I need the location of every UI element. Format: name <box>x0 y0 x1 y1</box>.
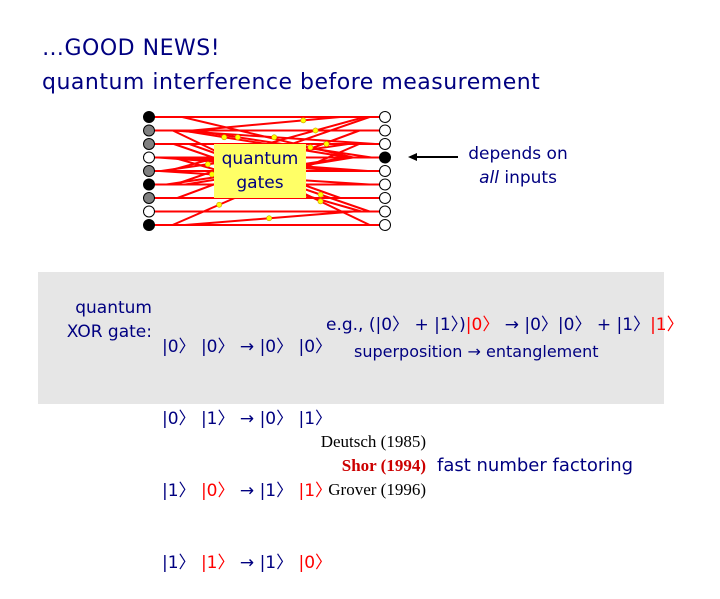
entanglement-example: e.g., (|0〉 + |1〉)|0〉 → |0〉|0〉 + |1〉|1〉 <box>326 310 684 335</box>
gate-dot <box>307 144 314 151</box>
output-qubit <box>379 165 391 177</box>
superposition-text: superposition → entanglement <box>354 342 599 361</box>
truth-a: |0〉 <box>162 409 196 429</box>
example-part1: e.g., (|0〉 + |1〉) <box>326 315 466 335</box>
input-qubit <box>143 219 155 231</box>
gate-dot <box>317 191 324 198</box>
input-qubit <box>143 178 155 191</box>
gate-dot <box>317 198 324 205</box>
references: Deutsch (1985) Shor (1994) Grover (1996) <box>292 430 426 502</box>
quantum-gates-label: quantum gates <box>214 144 306 198</box>
output-qubit <box>379 219 391 231</box>
gate-dot <box>221 134 228 141</box>
truth-c: |1〉 <box>259 481 294 501</box>
truth-row: |1〉 |0〉 → |1〉 |1〉 <box>162 479 332 503</box>
circuit-wire <box>192 116 341 132</box>
gate-dot <box>234 134 241 141</box>
slide-title: …GOOD NEWS! <box>42 36 221 61</box>
truth-arrow: → <box>239 337 255 357</box>
ref-grover: Grover (1996) <box>328 480 426 499</box>
truth-arrow: → <box>239 553 255 573</box>
truth-d: |0〉 <box>298 337 333 357</box>
truth-d: |1〉 <box>298 409 333 429</box>
output-qubit <box>379 178 391 191</box>
truth-a: |0〉 <box>162 337 196 357</box>
xor-label-line2: XOR gate: <box>66 322 152 342</box>
gate-dot <box>312 127 319 134</box>
ref-shor: Shor (1994) <box>341 456 426 475</box>
truth-b: |0〉 <box>200 337 235 357</box>
xor-label-line1: quantum <box>75 298 152 318</box>
truth-row: |0〉 |0〉 → |0〉 |0〉 <box>162 335 332 359</box>
output-qubit <box>379 124 391 137</box>
input-qubit <box>143 165 155 177</box>
truth-arrow: → <box>239 481 255 501</box>
input-qubit <box>143 205 155 218</box>
gates-label-line1: quantum <box>221 149 299 169</box>
truth-d: |0〉 <box>298 553 333 573</box>
gate-dot <box>271 134 278 141</box>
truth-c: |0〉 <box>259 337 294 357</box>
input-qubit <box>143 138 155 150</box>
truth-d: |1〉 <box>298 481 333 501</box>
depends-all: all <box>479 168 499 188</box>
truth-b: |0〉 <box>200 481 235 501</box>
gates-label-line2: gates <box>236 173 284 193</box>
slide-subtitle: quantum interference before measurement <box>42 70 541 95</box>
input-qubit <box>143 124 155 137</box>
truth-row: |0〉 |1〉 → |0〉 |1〉 <box>162 407 332 431</box>
output-qubit <box>379 205 391 218</box>
output-qubit <box>379 111 391 123</box>
example-part2: |0〉 <box>465 315 500 335</box>
depends-inputs: inputs <box>498 168 557 188</box>
xor-gate-label: quantum XOR gate: <box>48 296 152 344</box>
truth-a: |1〉 <box>162 481 196 501</box>
gate-dot <box>323 141 330 147</box>
input-qubit <box>143 111 155 123</box>
output-qubit <box>379 138 391 150</box>
fast-factoring-note: fast number factoring <box>437 455 634 476</box>
truth-c: |0〉 <box>259 409 294 429</box>
truth-a: |1〉 <box>162 553 196 573</box>
depends-annotation: depends on all inputs <box>450 142 586 190</box>
example-part4: |1〉 <box>650 315 684 335</box>
example-part3: → |0〉|0〉 + |1〉 <box>499 315 651 335</box>
circuit-wire <box>182 116 354 159</box>
input-qubit <box>143 151 155 164</box>
ref-deutsch: Deutsch (1985) <box>320 432 426 451</box>
truth-arrow: → <box>239 409 255 429</box>
output-qubit <box>379 192 391 204</box>
truth-row: |1〉 |1〉 → |1〉 |0〉 <box>162 551 332 575</box>
gate-dot <box>204 161 211 168</box>
truth-b: |1〉 <box>200 553 235 573</box>
gate-dot <box>266 215 273 222</box>
truth-b: |1〉 <box>200 409 235 429</box>
truth-c: |1〉 <box>259 553 294 573</box>
depends-line2: all inputs <box>450 166 586 190</box>
gate-dot <box>300 117 307 124</box>
input-qubit <box>143 192 155 204</box>
left-arrow-icon <box>408 153 458 161</box>
output-qubit <box>379 151 391 164</box>
gate-dot <box>216 201 223 208</box>
depends-line1: depends on <box>468 144 568 164</box>
xor-panel <box>38 272 664 404</box>
